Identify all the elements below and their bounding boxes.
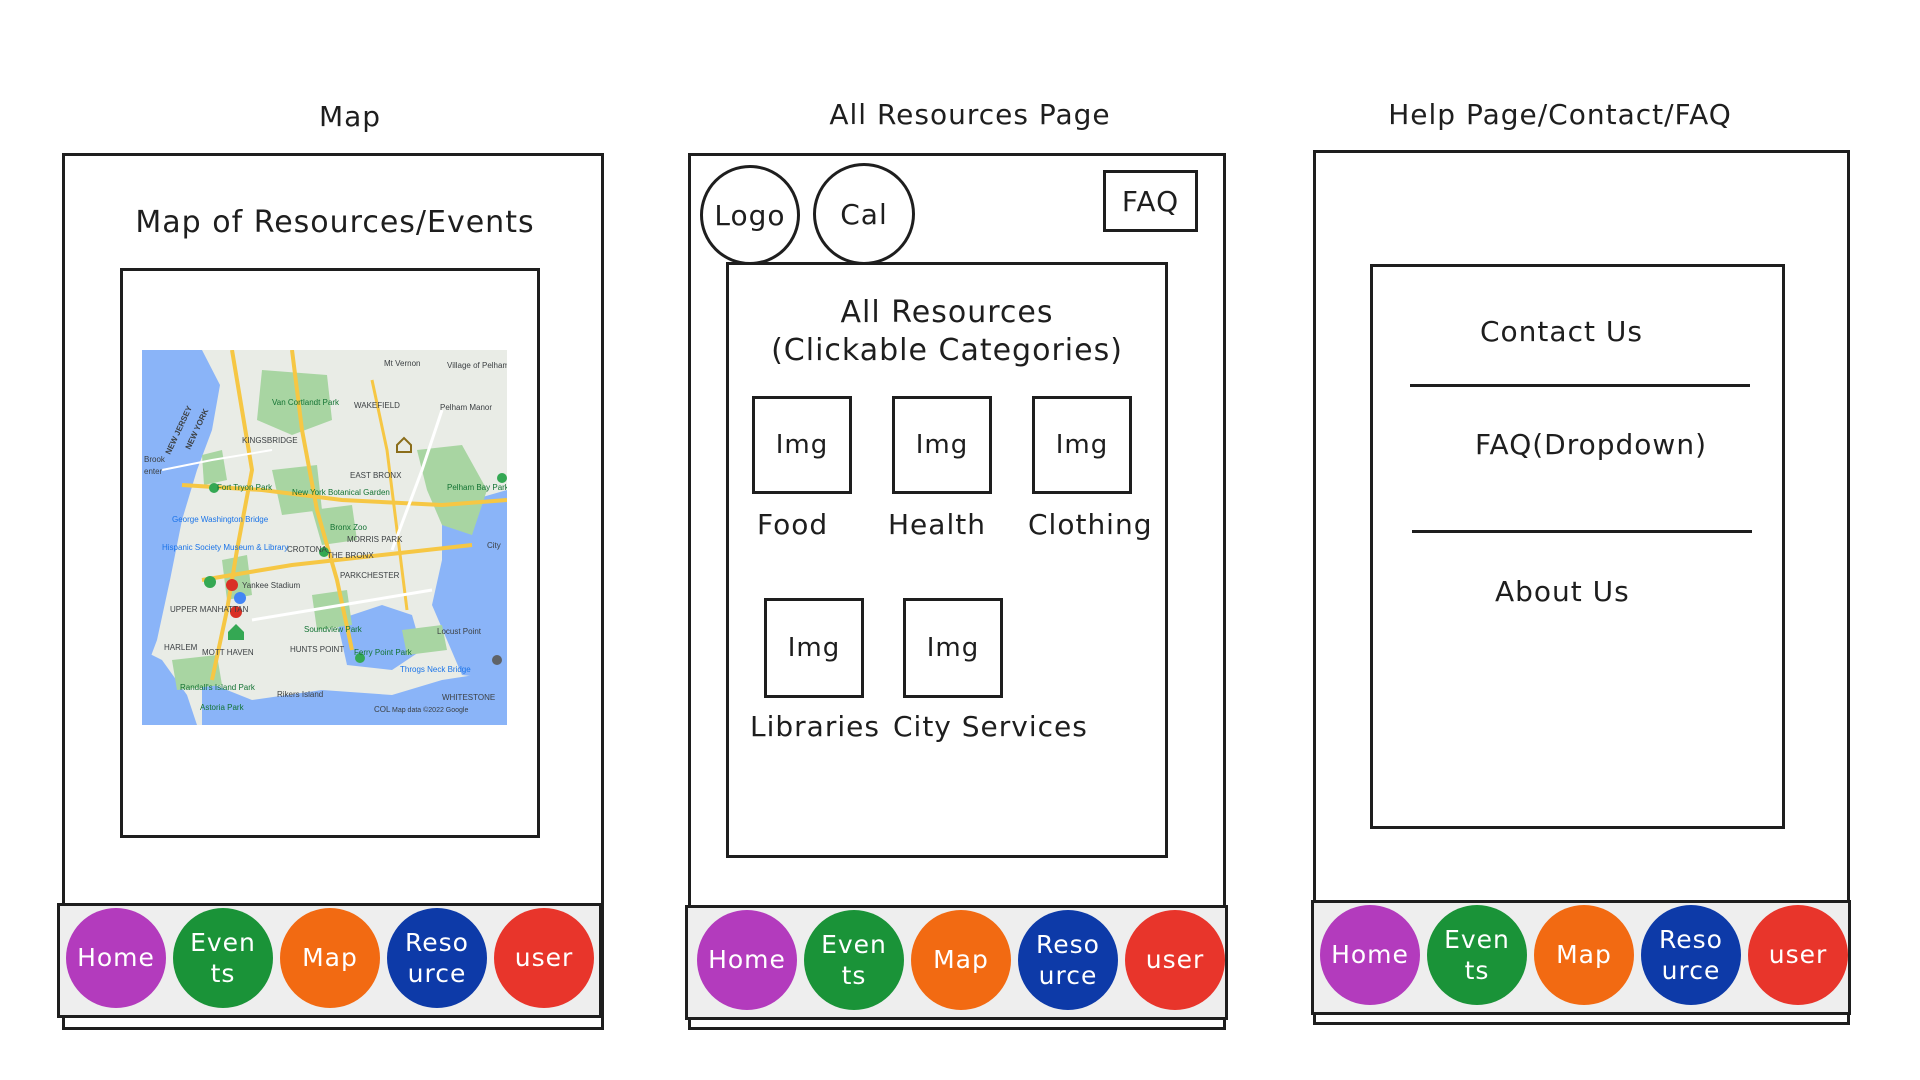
help-divider-1	[1410, 384, 1750, 387]
map-graphic: Mt Vernon Village of Pelham Van Cortland…	[142, 350, 507, 725]
map-label-soundview: Soundview Park	[304, 625, 363, 634]
map-label-mt-vernon: Mt Vernon	[384, 359, 420, 368]
calendar-button[interactable]: Cal	[813, 163, 915, 265]
category-city-services-img[interactable]: Img	[903, 598, 1003, 698]
map-label-ferry-point: Ferry Point Park	[354, 648, 413, 657]
map-label-village-pelham: Village of Pelham	[447, 361, 507, 370]
map-label-kingsbridge: KINGSBRIDGE	[242, 436, 298, 445]
help-screen-title: Help Page/Contact/FAQ	[1388, 98, 1732, 131]
map-label-whitestone: WHITESTONE	[442, 693, 495, 702]
map-label-pelham-bay: Pelham Bay Park	[447, 483, 507, 492]
map-label-hispanic: Hispanic Society Museum & Library	[162, 543, 288, 552]
map-label-astoria: Astoria Park	[200, 703, 245, 712]
map-label-east-bronx: EAST BRONX	[350, 471, 402, 480]
map-label-the-bronx: THE BRONX	[327, 551, 374, 560]
map-nav-user-button[interactable]: user	[494, 908, 594, 1008]
map-label-van-cortlandt: Van Cortlandt Park	[272, 398, 340, 407]
map-label-fort-tryon: Fort Tryon Park	[217, 483, 273, 492]
resources-heading-line2: (Clickable Categories)	[771, 333, 1123, 368]
help-nav-map-button[interactable]: Map	[1534, 905, 1634, 1005]
map-label-mott-haven: MOTT HAVEN	[202, 648, 254, 657]
map-label-col: COL	[374, 705, 391, 714]
map-nav-map-button[interactable]: Map	[280, 908, 380, 1008]
map-label-wakefield: WAKEFIELD	[354, 401, 400, 410]
map-label-city: City	[487, 541, 501, 550]
map-label-yankee: Yankee Stadium	[242, 581, 300, 590]
resources-heading-line1: All Resources	[840, 295, 1054, 330]
map-label-hunts-point: HUNTS POINT	[290, 645, 344, 654]
category-libraries-label[interactable]: Libraries	[750, 710, 880, 743]
map-label-botanical: New York Botanical Garden	[292, 488, 390, 497]
map-label-locust-point: Locust Point	[437, 627, 482, 636]
faq-button[interactable]: FAQ	[1103, 170, 1198, 232]
map-label-harlem: HARLEM	[164, 643, 198, 652]
category-health-label[interactable]: Health	[888, 508, 986, 541]
map-label-enter: enter	[144, 467, 163, 476]
help-panel	[1370, 264, 1785, 829]
map-label-pelham-manor: Pelham Manor	[440, 403, 492, 412]
category-clothing-label[interactable]: Clothing	[1028, 508, 1153, 541]
category-libraries-img[interactable]: Img	[764, 598, 864, 698]
map-label-bronx-zoo: Bronx Zoo	[330, 523, 367, 532]
help-nav-home-button[interactable]: Home	[1320, 905, 1420, 1005]
category-food-img[interactable]: Img	[752, 396, 852, 494]
map-heading: Map of Resources/Events	[135, 205, 535, 240]
map-label-crotona: CROTONA	[287, 545, 328, 554]
faq-dropdown[interactable]: FAQ(Dropdown)	[1475, 428, 1707, 461]
resources-nav-user-button[interactable]: user	[1125, 910, 1225, 1010]
map-label-brook: Brook	[144, 455, 166, 464]
map-label-upper-manhattan: UPPER MANHATTAN	[170, 605, 249, 614]
help-nav-user-button[interactable]: user	[1748, 905, 1848, 1005]
resources-nav-map-button[interactable]: Map	[911, 910, 1011, 1010]
resources-nav-home-button[interactable]: Home	[697, 910, 797, 1010]
resources-screen-title: All Resources Page	[829, 98, 1111, 131]
resources-panel	[726, 262, 1168, 858]
category-food-label[interactable]: Food	[757, 508, 829, 541]
category-city-services-label[interactable]: City Services	[893, 710, 1088, 743]
logo-circle[interactable]: Logo	[700, 165, 800, 265]
map-label-throgs-neck: Throgs Neck Bridge	[400, 665, 471, 674]
map-label-morris-park: MORRIS PARK	[347, 535, 403, 544]
map-image[interactable]: Mt Vernon Village of Pelham Van Cortland…	[142, 350, 507, 725]
category-clothing-img[interactable]: Img	[1032, 396, 1132, 494]
map-label-randalls: Randall's Island Park	[180, 683, 256, 692]
map-label-parkchester: PARKCHESTER	[340, 571, 400, 580]
map-label-rikers: Rikers Island	[277, 690, 323, 699]
category-health-img[interactable]: Img	[892, 396, 992, 494]
help-divider-2	[1412, 530, 1752, 533]
map-label-gw-bridge: George Washington Bridge	[172, 515, 269, 524]
map-screen-title: Map	[318, 100, 382, 133]
about-us-link[interactable]: About Us	[1495, 575, 1630, 608]
map-attribution: Map data ©2022 Google	[392, 706, 468, 714]
map-nav-home-button[interactable]: Home	[66, 908, 166, 1008]
contact-us-link[interactable]: Contact Us	[1480, 315, 1643, 348]
